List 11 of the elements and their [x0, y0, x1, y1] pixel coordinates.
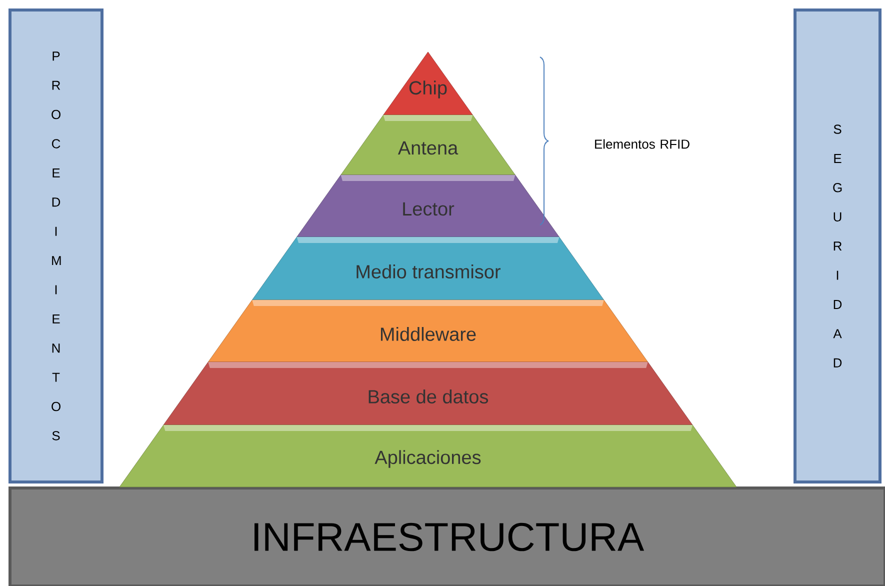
brace-label: Elementos RFID: [595, 139, 690, 149]
side-box: P R O C E D I M I E N T O S: [8, 8, 104, 484]
pyramid-layer: Chip: [383, 52, 473, 116]
side-box: S E G U R I D A D: [794, 8, 882, 484]
pyramid-layer: Medio transmisor: [252, 236, 604, 300]
pyramid-layer: Base de datos: [163, 362, 693, 426]
base-band: INFRAESTRUCTURA: [8, 486, 885, 586]
pyramid-layer: Middleware: [208, 300, 648, 362]
pyramid-layer: Aplicaciones: [119, 424, 737, 488]
pyramid-layer: Antena: [340, 114, 516, 176]
pyramid-layer: Lector: [296, 174, 560, 238]
